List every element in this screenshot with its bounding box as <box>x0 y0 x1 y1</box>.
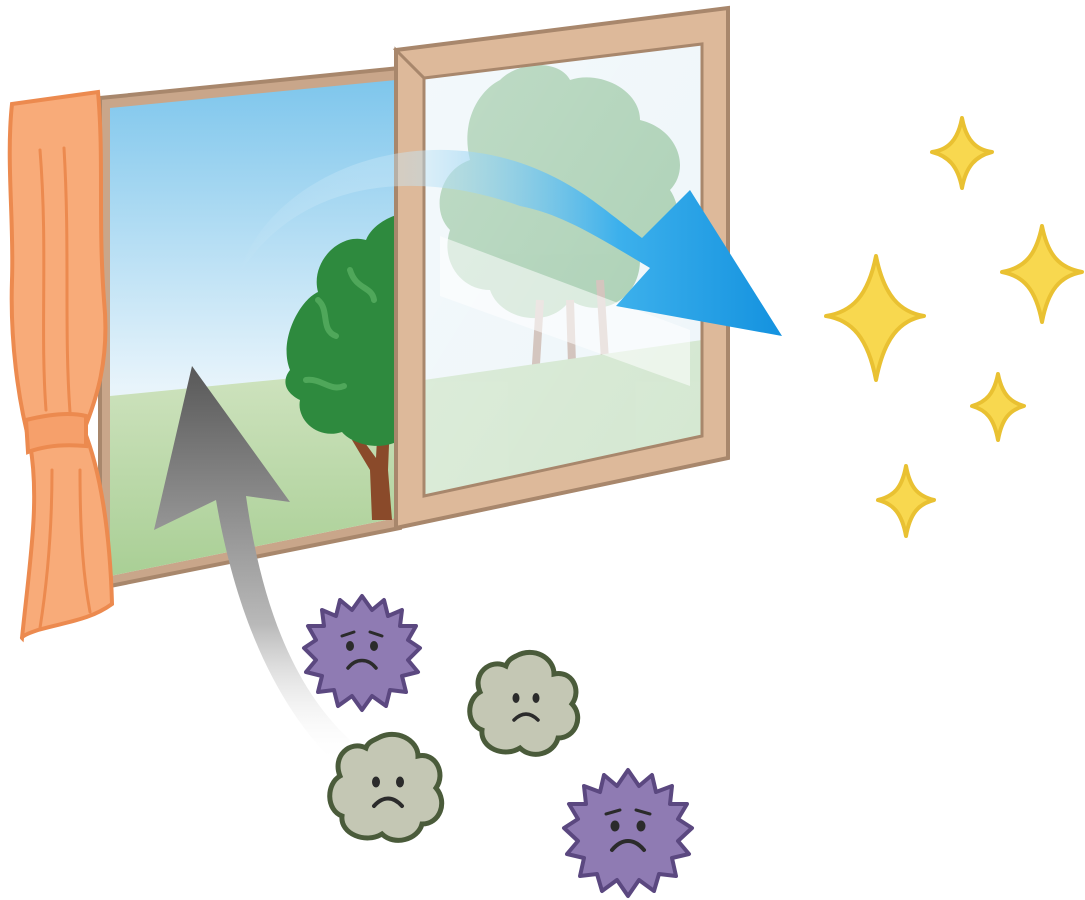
dust-particle <box>327 731 445 843</box>
dust-particle <box>467 649 581 757</box>
stale-air-arrow <box>154 366 350 764</box>
sparkle-icon <box>970 372 1026 442</box>
window-right-pane <box>392 5 730 531</box>
outdoor-tree <box>285 214 400 520</box>
curtain <box>7 89 115 643</box>
sparkle-icon <box>876 464 936 538</box>
germ <box>562 768 694 898</box>
fresh-air-arrow <box>238 149 782 336</box>
sparkle-icon <box>1000 224 1084 324</box>
germ <box>302 594 422 712</box>
sparkle-icon <box>930 116 994 190</box>
sparkle-icon <box>824 254 926 382</box>
sparkles <box>824 116 1084 538</box>
